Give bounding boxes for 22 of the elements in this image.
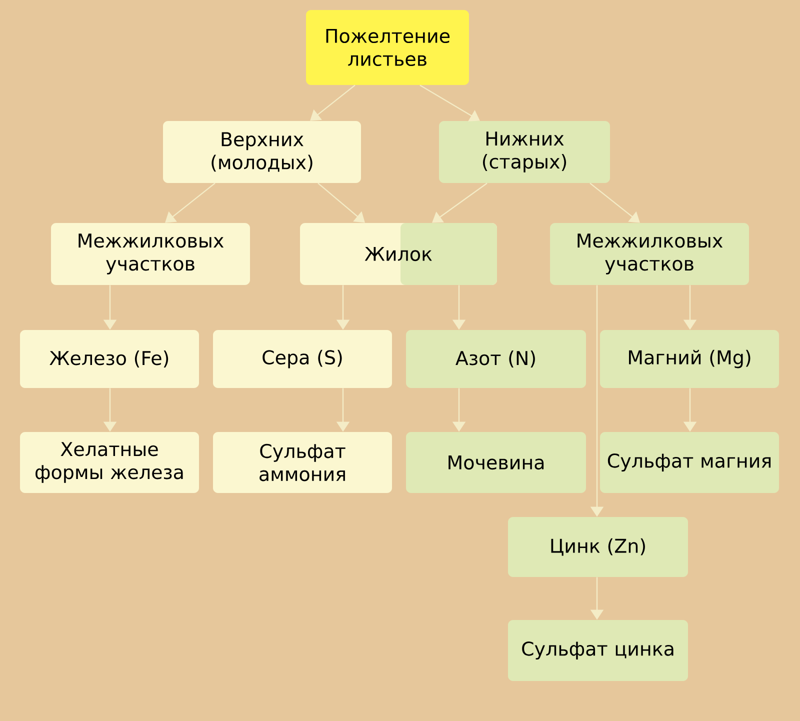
process-box: Нижних (старых)	[439, 121, 610, 183]
process-box: Сера (S)	[213, 330, 392, 388]
process-box: Азот (N)	[406, 330, 586, 388]
process-box: Железо (Fe)	[20, 330, 199, 388]
process-box: Сульфат аммония	[213, 432, 392, 493]
process-box: Магний (Mg)	[600, 330, 779, 388]
arrow	[318, 182, 365, 223]
process-box: Жилок	[300, 223, 497, 285]
process-box: Сульфат магния	[600, 432, 779, 493]
process-box: Верхних (молодых)	[163, 121, 361, 183]
process-box: Хелатные формы железа	[20, 432, 199, 493]
process-box: Мочевина	[406, 432, 586, 493]
arrow	[420, 84, 480, 122]
arrow	[310, 84, 356, 121]
process-box: Сульфат цинка	[508, 620, 688, 681]
process-box: Межжилковых участков	[550, 223, 749, 285]
arrow	[590, 182, 640, 223]
arrow	[165, 182, 216, 223]
process-box: Межжилковых участков	[51, 223, 250, 285]
arrow	[432, 182, 488, 223]
start-box: Пожелтение листьев	[306, 10, 469, 85]
process-box: Цинк (Zn)	[508, 517, 688, 577]
